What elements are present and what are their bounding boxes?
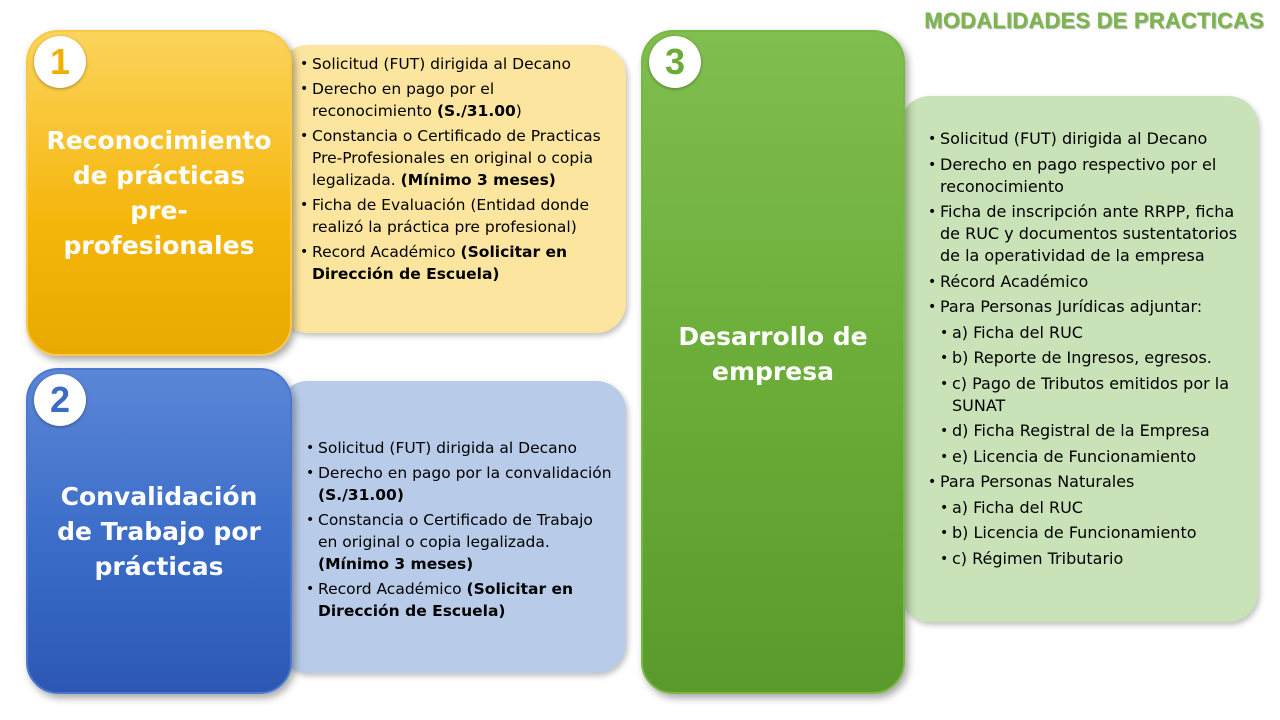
list-item: Solicitud (FUT) dirigida al Decano — [928, 128, 1240, 150]
list-item: Derecho en pago por el reconocimiento (S… — [300, 78, 612, 122]
modality-1-card: 1 Reconocimiento de prácticas pre-profes… — [26, 30, 292, 356]
list-item: Derecho en pago respectivo por el recono… — [928, 154, 1240, 198]
list-item: e) Licencia de Funcionamiento — [940, 446, 1240, 468]
list-item: Record Académico (Solicitar en Dirección… — [306, 578, 612, 622]
modality-1-requirements-list: Solicitud (FUT) dirigida al Decano Derec… — [300, 53, 612, 288]
list-item: Para Personas Jurídicas adjuntar: — [928, 296, 1240, 318]
list-item: b) Licencia de Funcionamiento — [940, 522, 1240, 544]
modality-2-card: 2 Convalidación de Trabajo por prácticas — [26, 368, 292, 694]
list-item: b) Reporte de Ingresos, egresos. — [940, 347, 1240, 369]
list-item: Constancia o Certificado de Trabajo en o… — [306, 509, 612, 575]
list-item: a) Ficha del RUC — [940, 322, 1240, 344]
list-item: Para Personas Naturales — [928, 471, 1240, 493]
list-item: Record Académico (Solicitar en Dirección… — [300, 241, 612, 285]
list-item: Ficha de Evaluación (Entidad donde reali… — [300, 194, 612, 238]
modality-2-requirements-list: Solicitud (FUT) dirigida al Decano Derec… — [306, 437, 612, 625]
list-item: Récord Académico — [928, 271, 1240, 293]
modality-1-requirements-panel: Solicitud (FUT) dirigida al Decano Derec… — [278, 45, 626, 333]
modality-3-requirements-list: Solicitud (FUT) dirigida al Decano Derec… — [928, 128, 1240, 573]
list-item: Constancia o Certificado de Practicas Pr… — [300, 125, 612, 191]
modality-3-number-badge: 3 — [649, 36, 701, 88]
list-item: c) Régimen Tributario — [940, 548, 1240, 570]
modality-3-title: Desarrollo de empresa — [678, 322, 868, 386]
modality-2-title: Convalidación de Trabajo por prácticas — [57, 481, 261, 581]
modality-3-card: 3 Desarrollo de empresa — [641, 30, 905, 694]
page-title: MODALIDADES DE PRACTICAS — [924, 8, 1264, 33]
list-item: a) Ficha del RUC — [940, 497, 1240, 519]
modality-1-title: Reconocimiento de prácticas pre-profesio… — [46, 126, 272, 260]
modality-2-number-badge: 2 — [34, 374, 86, 426]
list-item: d) Ficha Registral de la Empresa — [940, 420, 1240, 442]
list-item: Solicitud (FUT) dirigida al Decano — [300, 53, 612, 75]
modality-1-number-badge: 1 — [34, 36, 86, 88]
list-item: c) Pago de Tributos emitidos por la SUNA… — [940, 373, 1240, 417]
list-item: Derecho en pago por la convalidación (S.… — [306, 462, 612, 506]
modality-2-requirements-panel: Solicitud (FUT) dirigida al Decano Derec… — [278, 381, 626, 673]
list-item: Ficha de inscripción ante RRPP, ficha de… — [928, 201, 1240, 267]
modality-3-requirements-panel: Solicitud (FUT) dirigida al Decano Derec… — [900, 96, 1258, 622]
list-item: Solicitud (FUT) dirigida al Decano — [306, 437, 612, 459]
